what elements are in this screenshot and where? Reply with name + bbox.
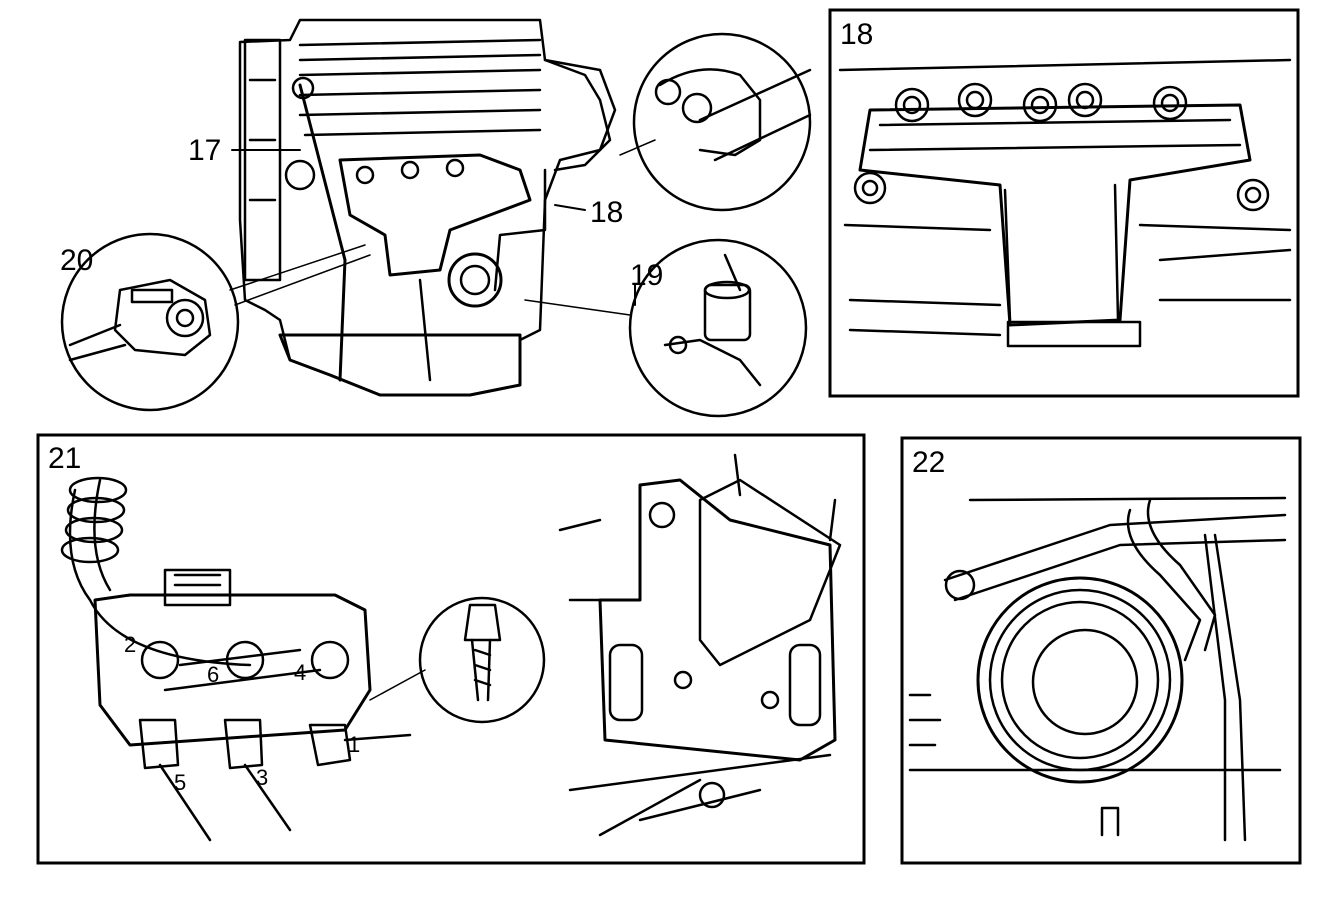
callout-19: 19 <box>630 259 663 292</box>
engine-overview <box>238 18 617 397</box>
detail-circle-20 <box>60 232 371 412</box>
coil-lead-2: 2 <box>124 632 136 657</box>
panel-22-label: 22 <box>912 446 945 479</box>
panel-18: 18 <box>828 8 1300 398</box>
callout-18: 18 <box>590 196 623 229</box>
callout-leaders <box>231 149 636 306</box>
panel-21: 21 1 2 3 4 5 6 <box>36 433 866 865</box>
coil-lead-3: 3 <box>256 765 268 790</box>
panel-22: 22 <box>900 436 1302 865</box>
panel-21-label: 21 <box>48 442 81 475</box>
callout-17: 17 <box>188 134 221 167</box>
detail-circle-bolt <box>619 32 812 212</box>
coil-lead-5: 5 <box>174 770 186 795</box>
panel-18-label: 18 <box>840 18 873 51</box>
detail-circle-19 <box>524 238 808 418</box>
callout-20: 20 <box>60 244 93 277</box>
coil-lead-1: 1 <box>348 732 360 757</box>
coil-lead-4: 4 <box>294 660 306 685</box>
coil-lead-6: 6 <box>207 662 219 687</box>
